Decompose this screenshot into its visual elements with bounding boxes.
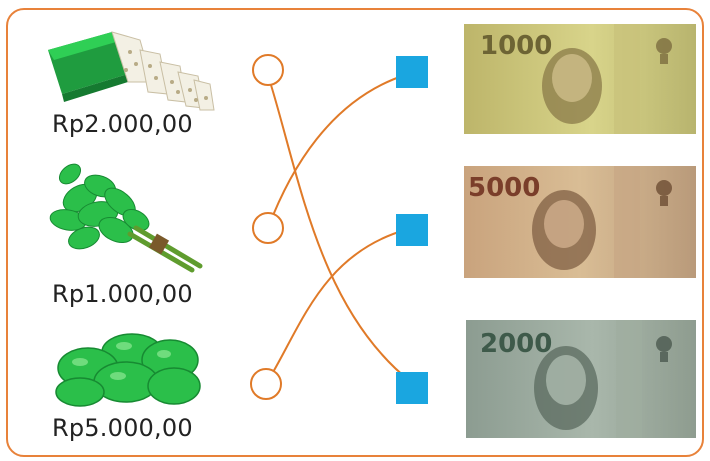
match-square[interactable] (396, 372, 428, 404)
match-square[interactable] (396, 214, 428, 246)
match-circle[interactable] (253, 213, 283, 243)
note-value: 2000 (480, 329, 552, 359)
banknote-5000-icon: 5000 (464, 166, 696, 278)
banknote-2000-icon: 2000 (466, 320, 696, 438)
note-value: 5000 (468, 173, 540, 203)
banknote-1000-icon: 1000 (464, 24, 696, 134)
note-value: 1000 (480, 31, 552, 61)
match-line (266, 230, 405, 384)
match-square[interactable] (396, 56, 428, 88)
match-circle[interactable] (253, 55, 283, 85)
match-line (268, 75, 405, 228)
match-circle[interactable] (251, 369, 281, 399)
